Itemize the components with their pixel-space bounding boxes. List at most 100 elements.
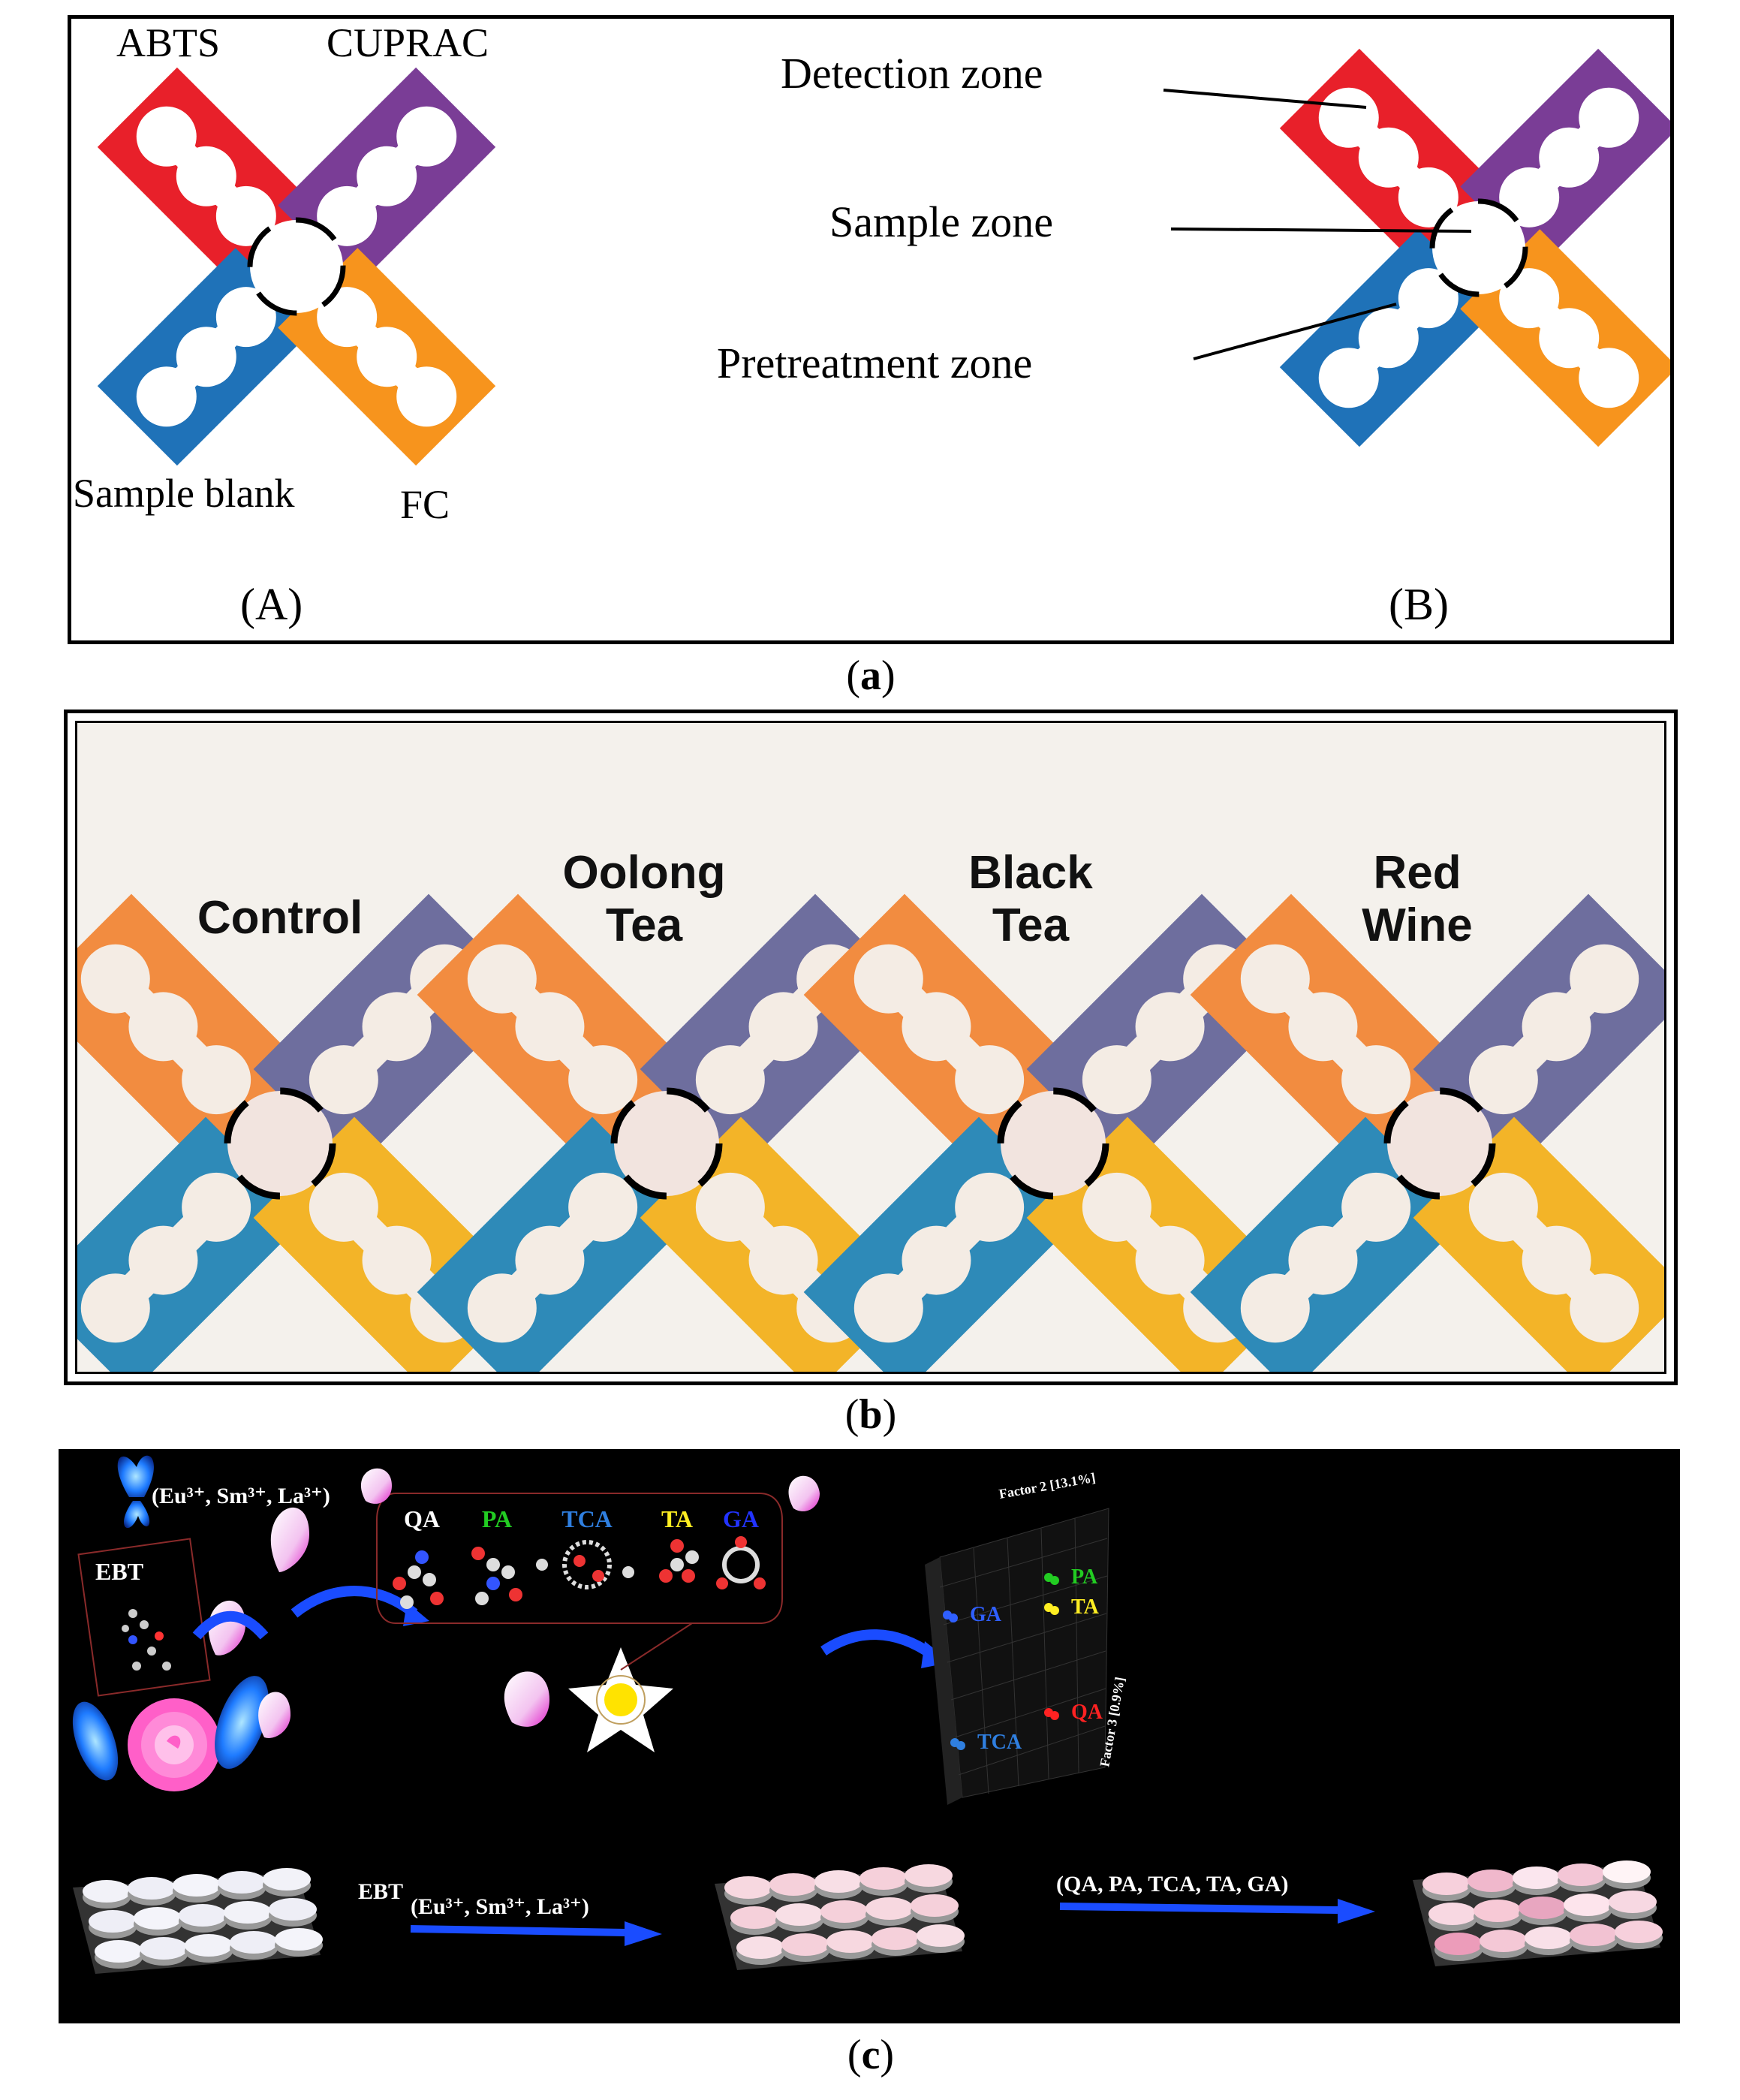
well [814, 1870, 862, 1893]
well [224, 1901, 272, 1924]
cluster-label: TCA [977, 1731, 1022, 1754]
device-A [97, 67, 496, 466]
well-plates [73, 1860, 1663, 1974]
sublabel-B: (B) [1389, 580, 1449, 629]
cluster-point [956, 1741, 965, 1750]
ebt-label: EBT [95, 1558, 143, 1585]
well [128, 1877, 176, 1900]
cluster-label: PA [1071, 1565, 1098, 1589]
petal-bottom-icon [504, 1671, 549, 1727]
well [83, 1880, 131, 1903]
well [1480, 1930, 1528, 1952]
well [781, 1933, 829, 1956]
cluster-point [1050, 1606, 1059, 1615]
arrow-curve-2 [291, 1586, 418, 1618]
plate [715, 1864, 965, 1970]
panel-a-figure: ABTS CUPRAC Sample blank FC (A) [73, 20, 1670, 629]
leader-pretreatment [1193, 303, 1397, 360]
well [865, 1897, 914, 1920]
sample-label: Black [968, 847, 1093, 899]
well [218, 1871, 266, 1894]
acid-label: PA [482, 1505, 512, 1532]
sublabel-A: (A) [240, 580, 303, 629]
device-B [1279, 48, 1670, 447]
acid-molecules [393, 1536, 766, 1609]
sample-label-line2: Tea [606, 899, 683, 951]
arrow1-head [625, 1921, 662, 1946]
arrow1-line [410, 1925, 625, 1936]
caption-a: (a) [846, 652, 896, 699]
ebt-box [77, 1538, 211, 1697]
well [730, 1906, 778, 1929]
sample-label-line2: Wine [1362, 899, 1473, 951]
well [1422, 1873, 1471, 1895]
label-sample-blank: Sample blank [73, 471, 294, 516]
well [1609, 1891, 1657, 1913]
well [1615, 1921, 1663, 1943]
well [1525, 1927, 1573, 1949]
butterfly-left-icon [72, 1701, 119, 1781]
label-detection-zone: Detection zone [781, 49, 1043, 98]
well [1558, 1863, 1606, 1886]
label-sample-zone: Sample zone [829, 197, 1053, 246]
well [1513, 1866, 1561, 1889]
well [1570, 1924, 1618, 1946]
connector-line [620, 1622, 693, 1671]
arrow-curve-1 [192, 1610, 269, 1640]
factor-plot: Factor 2 [13.1%] Factor 3 [0.9%] PATAGAQ… [925, 1470, 1127, 1805]
panel-c: (Eu³⁺, Sm³⁺, La³⁺) EBT [59, 1449, 1680, 2023]
acid-label: TCA [561, 1505, 613, 1532]
arrow2-head [1338, 1899, 1375, 1924]
label-fc: FC [400, 482, 450, 527]
well [173, 1874, 221, 1897]
well [269, 1898, 317, 1921]
cluster-label: TA [1071, 1595, 1100, 1619]
well [905, 1864, 953, 1887]
well [134, 1907, 182, 1930]
cluster-label: QA [1071, 1701, 1103, 1724]
cluster-point [1050, 1711, 1059, 1720]
cluster-point [1050, 1576, 1059, 1585]
sample-label: Red [1373, 847, 1461, 899]
well [872, 1927, 920, 1950]
acid-label: QA [404, 1505, 440, 1532]
well [724, 1876, 772, 1899]
well [95, 1940, 143, 1963]
panel-a: ABTS CUPRAC Sample blank FC (A) [68, 15, 1674, 644]
acid-label: TA [661, 1505, 693, 1532]
leader-sample [1170, 227, 1472, 233]
arrow2-label: (QA, PA, TCA, TA, GA) [1056, 1872, 1288, 1897]
well [230, 1931, 278, 1954]
well [1519, 1897, 1567, 1919]
well [826, 1930, 875, 1953]
sample-label: Control [197, 892, 363, 944]
arrow1-label: (Eu³⁺, Sm³⁺, La³⁺) [411, 1894, 589, 1919]
well [1468, 1870, 1516, 1892]
caption-b: (b) [844, 1391, 897, 1438]
well [185, 1934, 233, 1957]
well [820, 1900, 868, 1923]
petal-right-icon [788, 1475, 820, 1511]
label-abts: ABTS [116, 20, 220, 65]
rose-icon [128, 1698, 221, 1791]
well [769, 1873, 817, 1896]
cluster-point [949, 1613, 958, 1622]
well [140, 1937, 188, 1960]
well [1564, 1894, 1612, 1916]
well [1474, 1900, 1522, 1922]
narcissus-icon [568, 1647, 673, 1752]
well [1434, 1933, 1483, 1955]
plate [73, 1868, 323, 1974]
mechanism-scheme: (Eu³⁺, Sm³⁺, La³⁺) EBT [72, 1455, 1663, 1974]
plate [1413, 1860, 1663, 1966]
well [89, 1910, 137, 1933]
well [917, 1924, 965, 1947]
acid-box [376, 1493, 783, 1624]
well [179, 1904, 227, 1927]
